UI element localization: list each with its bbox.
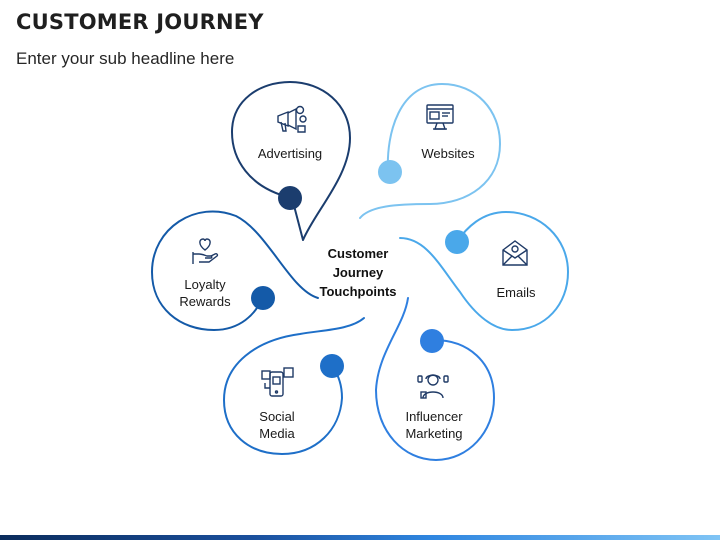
- petal-websites: [359, 82, 502, 219]
- petal-advertising: [230, 80, 352, 241]
- node-social-media: [320, 354, 344, 378]
- petal-emails: [399, 210, 570, 332]
- touchpoint-label-influencer-marketing: Influencer Marketing: [384, 408, 484, 442]
- node-websites: [378, 160, 402, 184]
- center-label-line: Customer: [327, 246, 389, 261]
- touchpoint-label-websites: Websites: [421, 146, 475, 161]
- page-title: CUSTOMER JOURNEY: [16, 10, 264, 34]
- influencer-person-icon: [417, 374, 449, 399]
- touchpoint-label-emails: Emails: [496, 285, 536, 300]
- center-label-line: Touchpoints: [319, 284, 397, 299]
- touchpoint-label-line: Rewards: [179, 294, 231, 309]
- center-label-line: Journey: [332, 265, 384, 280]
- touchpoint-label-line: Marketing: [405, 426, 463, 441]
- touchpoint-label-line: Loyalty: [184, 277, 226, 292]
- touchpoint-label-advertising: Advertising: [257, 146, 323, 161]
- page-subtitle: Enter your sub headline here: [16, 49, 235, 68]
- touchpoint-label-social-media: Social Media: [227, 408, 327, 442]
- petal-social-media: [222, 317, 365, 456]
- heart-hand-icon: [192, 238, 219, 264]
- email-envelope-icon: [502, 240, 528, 266]
- megaphone-icon: [277, 105, 307, 133]
- website-monitor-icon: [426, 104, 454, 130]
- node-advertising: [278, 186, 302, 210]
- touchpoint-label-line: Media: [259, 426, 295, 441]
- center-label: Customer Journey Touchpoints: [303, 244, 413, 301]
- touchpoint-label-line: Social: [259, 409, 295, 424]
- touchpoint-label-line: Influencer: [405, 409, 463, 424]
- footer-gradient-bar: [0, 535, 720, 540]
- node-loyalty-rewards: [251, 286, 275, 310]
- touchpoint-label-loyalty-rewards: Loyalty Rewards: [155, 276, 255, 310]
- petal-influencer-marketing: [374, 297, 496, 462]
- petal-loyalty-rewards: [150, 210, 319, 332]
- node-influencer-marketing: [420, 329, 444, 353]
- node-emails: [445, 230, 469, 254]
- social-media-phone-icon: [261, 367, 294, 397]
